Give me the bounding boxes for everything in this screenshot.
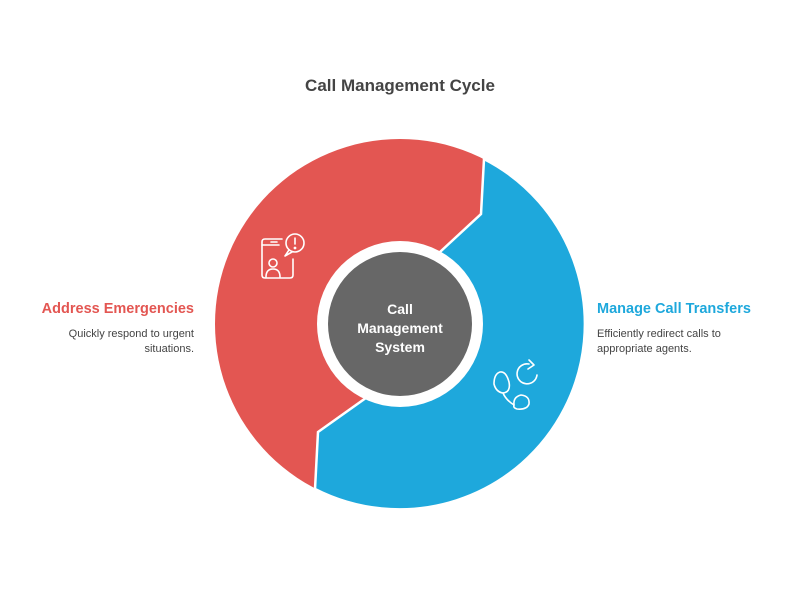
- diagram-title: Call Management Cycle: [305, 76, 495, 95]
- center-label-line: System: [375, 339, 425, 355]
- segment-label-address-emergencies: Address Emergencies Quickly respond to u…: [24, 301, 194, 357]
- segment-description-line: appropriate agents.: [597, 343, 692, 355]
- segment-description: Quickly respond to urgent situations.: [24, 327, 194, 357]
- segment-heading: Manage Call Transfers: [597, 301, 751, 317]
- segment-description: Efficiently redirect calls to appropriat…: [597, 327, 767, 357]
- segment-description-line: situations.: [144, 343, 194, 355]
- segment-description-line: Efficiently redirect calls to: [597, 328, 721, 340]
- center-label: Call Management System: [328, 300, 472, 357]
- segment-label-manage-call-transfers: Manage Call Transfers Efficiently redire…: [597, 301, 767, 357]
- phone-transfer-icon: [493, 359, 538, 410]
- mobile-alert-person-icon: [261, 233, 305, 279]
- center-label-line: Call: [387, 301, 413, 317]
- center-hub: [328, 252, 472, 396]
- segment-description-line: Quickly respond to urgent: [68, 328, 194, 340]
- center-label-line: Management: [357, 320, 443, 336]
- segment-heading: Address Emergencies: [41, 301, 194, 317]
